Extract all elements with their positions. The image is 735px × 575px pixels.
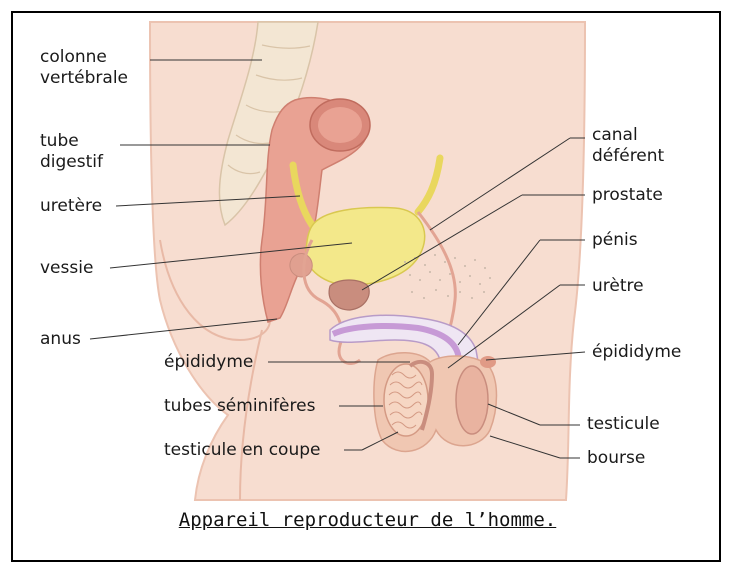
label-tube-digestif: tube digestif bbox=[40, 131, 103, 173]
label-testicule-coupe: testicule en coupe bbox=[164, 440, 321, 461]
label-bourse: bourse bbox=[587, 448, 645, 469]
label-colonne-vertebrale: colonne vertébrale bbox=[40, 47, 128, 89]
label-canal-deferent: canal déférent bbox=[592, 125, 664, 167]
label-testicule: testicule bbox=[587, 414, 660, 435]
label-epididyme-right: épididyme bbox=[592, 342, 681, 363]
label-tube-line2: digestif bbox=[40, 152, 103, 173]
epididymis-right bbox=[480, 356, 496, 368]
label-colonne-line2: vertébrale bbox=[40, 68, 128, 89]
label-anus: anus bbox=[40, 329, 81, 350]
label-penis: pénis bbox=[592, 230, 638, 251]
label-canal-line2: déférent bbox=[592, 146, 664, 167]
label-prostate: prostate bbox=[592, 185, 663, 206]
testicle bbox=[456, 366, 488, 434]
label-uretere: uretère bbox=[40, 196, 102, 217]
label-vessie: vessie bbox=[40, 258, 93, 279]
label-tube-line1: tube bbox=[40, 131, 103, 152]
label-colonne-line1: colonne bbox=[40, 47, 128, 68]
label-tubes-seminiferes: tubes séminifères bbox=[164, 396, 315, 417]
figure-caption: Appareil reproducteur de l’homme. bbox=[0, 509, 735, 531]
label-uretre: urètre bbox=[592, 276, 644, 297]
label-epididyme-left: épididyme bbox=[164, 352, 253, 373]
label-canal-line1: canal bbox=[592, 125, 664, 146]
